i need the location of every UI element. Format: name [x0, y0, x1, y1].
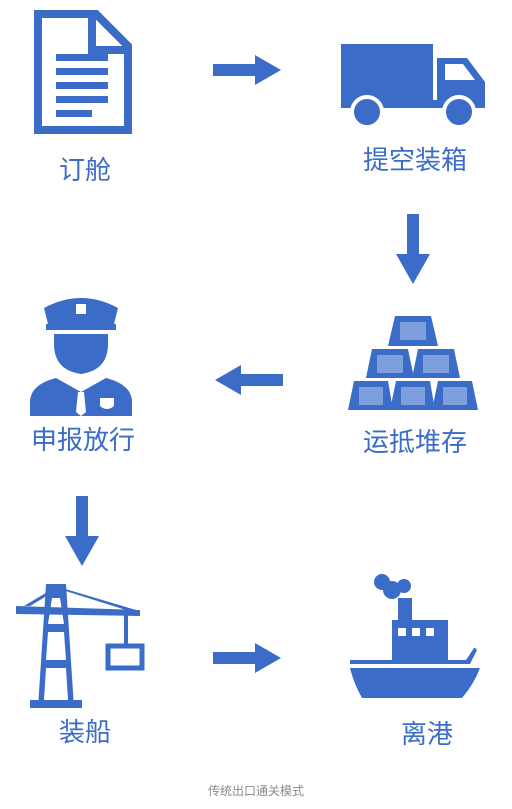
arrow-right-icon [213, 643, 281, 673]
step-label-arrival-storage: 运抵堆存 [362, 428, 467, 458]
port-crane-icon [16, 584, 146, 708]
ship-icon [350, 572, 480, 700]
arrow-down-icon [396, 214, 430, 284]
diagram-caption: 传统出口通关模式 [207, 784, 304, 798]
step-label-booking: 订舱 [58, 156, 111, 186]
step-label-declaration-release: 申报放行 [30, 426, 135, 456]
police-officer-icon [30, 294, 132, 416]
step-label-departure: 离港 [400, 720, 453, 750]
document-icon [34, 10, 132, 134]
arrow-right-icon [213, 55, 281, 85]
stacked-gold-bars-icon [348, 316, 478, 412]
truck-icon [341, 44, 485, 128]
arrow-left-icon [215, 365, 283, 395]
step-label-loading: 装船 [58, 718, 111, 748]
step-label-empty-container-packing: 提空装箱 [362, 146, 467, 176]
arrow-down-icon [65, 496, 99, 566]
